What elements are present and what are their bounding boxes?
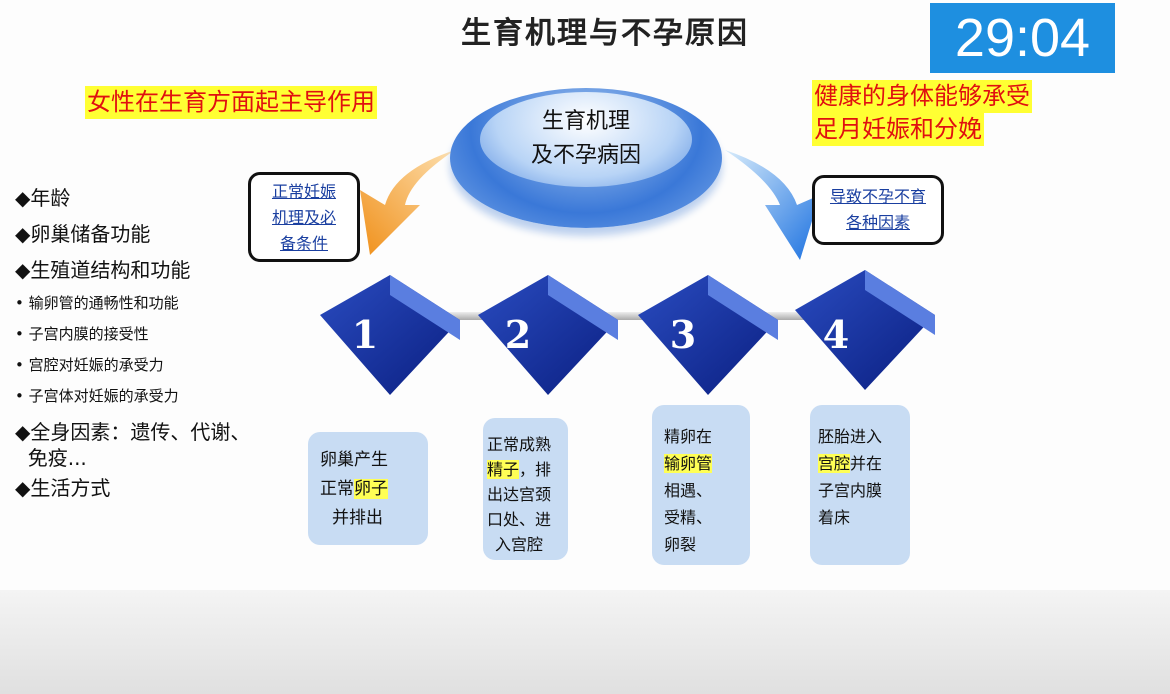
line: 出达宫颈 bbox=[487, 485, 552, 504]
box-line: 备条件 bbox=[279, 234, 328, 253]
box-line: 正常妊娠 bbox=[271, 182, 336, 201]
right-highlight-line: 足月妊娠和分娩 bbox=[812, 113, 984, 146]
step-1-text: 卵巢产生 正常卵子 并排出 bbox=[308, 432, 428, 545]
center-label: 生育机理 及不孕病因 bbox=[480, 105, 692, 173]
factor-item: ◆年龄 bbox=[15, 186, 71, 210]
step-cubes bbox=[320, 270, 935, 395]
slide-title: 生育机理与不孕原因 bbox=[461, 16, 749, 51]
right-highlight: 健康的身体能够承受 足月妊娠和分娩 bbox=[812, 80, 1082, 146]
factor-item: ◆生活方式 bbox=[15, 476, 111, 500]
factor-subitem: • 输卵管的通畅性和功能 bbox=[15, 294, 179, 312]
factor-item: ◆生殖道结构和功能 bbox=[15, 258, 191, 282]
step-number: 2 bbox=[504, 312, 532, 357]
step-3-text: 精卵在 输卵管 相遇、 受精、 卵裂 bbox=[652, 405, 750, 565]
center-line: 及不孕病因 bbox=[530, 143, 641, 168]
highlight-word: 精子 bbox=[487, 460, 520, 479]
line: 并在 bbox=[850, 454, 883, 473]
line: 子宫内膜 bbox=[818, 481, 883, 500]
highlight-word: 宫腔 bbox=[818, 454, 851, 473]
highlight-word: 卵子 bbox=[354, 479, 388, 499]
connector-rod bbox=[420, 312, 820, 320]
line: 口处、进 bbox=[487, 510, 552, 529]
factor-subitem: • 宫腔对妊娠的承受力 bbox=[15, 356, 164, 374]
left-arrow-icon bbox=[360, 150, 455, 255]
cube-1 bbox=[320, 275, 460, 395]
line: 正常成熟 bbox=[487, 435, 552, 454]
box-line: 各种因素 bbox=[845, 213, 910, 232]
factor-subitem: • 子宫内膜的接受性 bbox=[15, 325, 149, 343]
step-number: 3 bbox=[669, 312, 697, 357]
line: 精卵在 bbox=[664, 427, 713, 446]
step-number: 4 bbox=[822, 312, 850, 357]
factor-item: ◆卵巢储备功能 bbox=[15, 222, 151, 246]
infertility-factors-box: 导致不孕不育 各种因素 bbox=[812, 175, 944, 245]
factor-item: ◆全身因素：遗传、代谢、 bbox=[15, 420, 251, 444]
box-line: 机理及必 bbox=[271, 208, 336, 227]
cube-4 bbox=[795, 270, 935, 390]
line: 入宫腔 bbox=[495, 535, 544, 554]
center-line: 生育机理 bbox=[541, 109, 630, 134]
factor-subitem: • 子宫体对妊娠的承受力 bbox=[15, 387, 179, 405]
line: 卵巢产生 bbox=[320, 450, 388, 470]
line: 并排出 bbox=[332, 508, 383, 528]
right-highlight-line: 健康的身体能够承受 bbox=[812, 80, 1032, 113]
line: 相遇、 bbox=[664, 481, 713, 500]
cube-2 bbox=[478, 275, 618, 395]
cube-3 bbox=[638, 275, 778, 395]
video-bottom-bar bbox=[0, 590, 1170, 694]
factor-item: 免疫... bbox=[15, 446, 87, 470]
normal-pregnancy-box: 正常妊娠 机理及必 备条件 bbox=[248, 172, 360, 262]
line: 卵裂 bbox=[664, 535, 697, 554]
countdown-timer: 29:04 bbox=[930, 3, 1115, 73]
line: 受精、 bbox=[664, 508, 713, 527]
factor-list: ◆年龄 ◆卵巢储备功能 ◆生殖道结构和功能 • 输卵管的通畅性和功能 • 子宫内… bbox=[15, 180, 250, 506]
right-arrow-icon bbox=[725, 150, 820, 260]
line: 着床 bbox=[818, 508, 851, 527]
line: ，排 bbox=[519, 460, 552, 479]
highlight-word: 输卵管 bbox=[664, 454, 713, 473]
step-number: 1 bbox=[351, 312, 379, 357]
center-disc-top bbox=[480, 92, 692, 187]
line: 正常 bbox=[320, 479, 354, 499]
step-2-text: 正常成熟 精子，排 出达宫颈 口处、进 入宫腔 bbox=[483, 418, 568, 560]
left-highlight: 女性在生育方面起主导作用 bbox=[85, 86, 377, 119]
line: 胚胎进入 bbox=[818, 427, 883, 446]
step-4-text: 胚胎进入 宫腔并在 子宫内膜 着床 bbox=[810, 405, 910, 565]
box-line: 导致不孕不育 bbox=[829, 187, 926, 206]
